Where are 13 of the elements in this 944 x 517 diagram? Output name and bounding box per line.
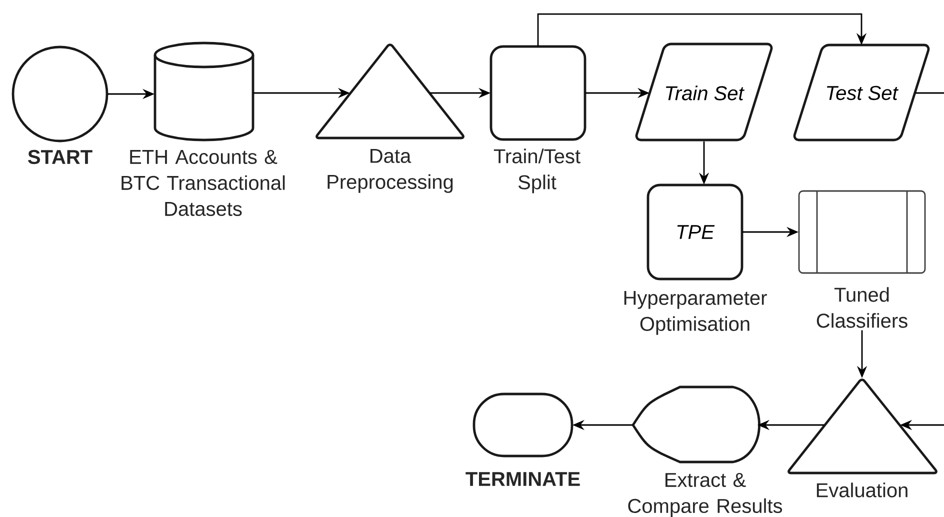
node-label: TERMINATE: [466, 472, 580, 486]
node-label: Train/Test Split: [494, 148, 580, 194]
data-parallelogram: Test Set: [793, 44, 930, 142]
node-label: Data Preprocessing: [328, 149, 453, 193]
node-label: Tuned Classifiers: [816, 287, 908, 328]
node-label: ETH Accounts & BTC Transactional Datasets: [122, 150, 285, 216]
node-label: Hyperparameter Optimisation: [624, 291, 767, 335]
node-label: START: [28, 150, 92, 164]
node-label: Evaluation: [816, 482, 908, 498]
process-box: TPE: [646, 184, 744, 280]
arrow: [537, 13, 867, 46]
data-parallelogram: Train Set: [635, 42, 773, 142]
node-label: Extract & Compare Results: [628, 473, 782, 517]
